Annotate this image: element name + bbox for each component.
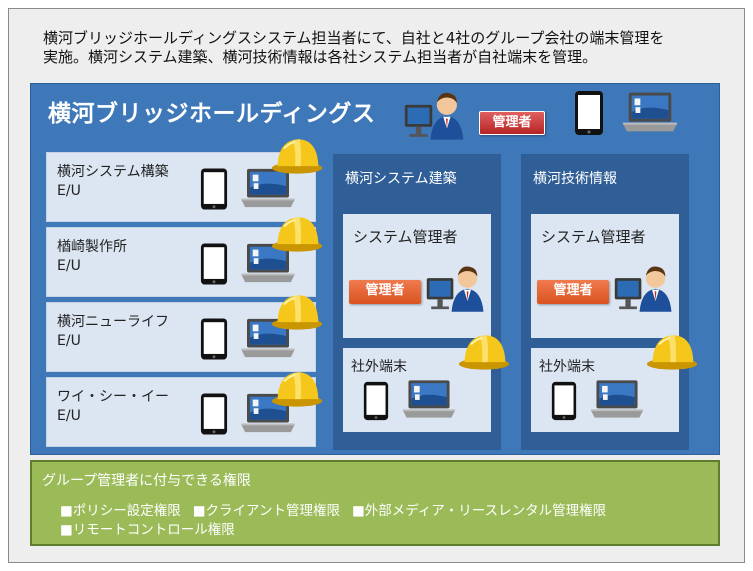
tablet-icon (200, 392, 228, 436)
helmet-icon (271, 367, 323, 409)
permissions-panel: グループ管理者に付与できる権限 ■ポリシー設定権限 ■クライアント管理権限 ■外部メ… (30, 460, 720, 546)
system-admin-title: システム管理者 (541, 228, 646, 246)
laptop-icon (589, 378, 645, 420)
branch-name: 横河システム建築 (345, 171, 457, 187)
system-admin-box: システム管理者 管理者 (343, 214, 491, 338)
branch-panel-1: 横河システム建築 システム管理者 管理者 社外端末 (333, 154, 501, 450)
branch-admin-badge: 管理者 (537, 280, 609, 304)
branch-name: 横河技術情報 (533, 171, 617, 187)
permissions-title: グループ管理者に付与できる権限 (42, 473, 251, 489)
helmet-icon (271, 212, 323, 254)
branch-admin-badge: 管理者 (349, 280, 421, 304)
external-device-title: 社外端末 (351, 359, 407, 375)
admin-person-icon (425, 260, 487, 314)
company-name: 楢崎製作所 (57, 239, 127, 255)
company-box-1: 横河システム構築 E/U (46, 152, 316, 222)
intro-line-1: 横河ブリッジホールディングスシステム担当者にて、自社と4社のグループ会社の端末管… (43, 29, 665, 47)
tablet-icon (200, 242, 228, 286)
tablet-icon (200, 317, 228, 361)
company-eu: E/U (57, 258, 81, 274)
permission-item: ■ポリシー設定権限 (60, 503, 181, 519)
permission-item: ■リモートコントロール権限 (60, 522, 235, 538)
company-name: ワイ・シー・イー (57, 389, 169, 405)
permission-item: ■外部メディア・リースレンタル管理権限 (351, 503, 607, 519)
tablet-icon (200, 167, 228, 211)
company-eu: E/U (57, 408, 81, 424)
helmet-icon (271, 134, 323, 176)
tablet-icon (574, 90, 604, 136)
laptop-icon (401, 378, 457, 420)
branch-panel-2: 横河技術情報 システム管理者 管理者 社外端末 (521, 154, 689, 450)
company-box-4: ワイ・シー・イー E/U (46, 377, 316, 447)
laptop-icon (621, 90, 679, 134)
hq-admin-badge: 管理者 (479, 111, 545, 135)
company-name: 横河システム構築 (57, 164, 169, 180)
company-box-3: 横河ニューライフ E/U (46, 302, 316, 372)
system-admin-box: システム管理者 管理者 (531, 214, 679, 338)
tablet-icon (551, 380, 577, 422)
hq-title: 横河ブリッジホールディングス (48, 101, 376, 127)
company-name: 横河ニューライフ (57, 314, 169, 330)
system-admin-title: システム管理者 (353, 228, 458, 246)
helmet-icon (458, 330, 510, 372)
tablet-icon (363, 380, 389, 422)
intro-text: 横河ブリッジホールディングスシステム担当者にて、自社と4社のグループ会社の端末管… (43, 29, 733, 67)
company-eu: E/U (57, 333, 81, 349)
helmet-icon (646, 330, 698, 372)
external-device-title: 社外端末 (539, 359, 595, 375)
admin-person-icon (403, 86, 467, 142)
helmet-icon (271, 290, 323, 332)
hq-panel: 横河ブリッジホールディングス 管理者 横河システム構築 E/U 楢崎製作所 E/… (30, 83, 720, 455)
permission-item: ■クライアント管理権限 (192, 503, 340, 519)
permissions-list: ■ポリシー設定権限■クライアント管理権限■外部メディア・リースレンタル管理権限 … (60, 502, 710, 540)
company-box-2: 楢崎製作所 E/U (46, 227, 316, 297)
company-eu: E/U (57, 183, 81, 199)
admin-person-icon (613, 260, 675, 314)
intro-line-2: 実施。横河システム建築、横河技術情報は各社システム担当者が自社端末を管理。 (43, 48, 598, 66)
